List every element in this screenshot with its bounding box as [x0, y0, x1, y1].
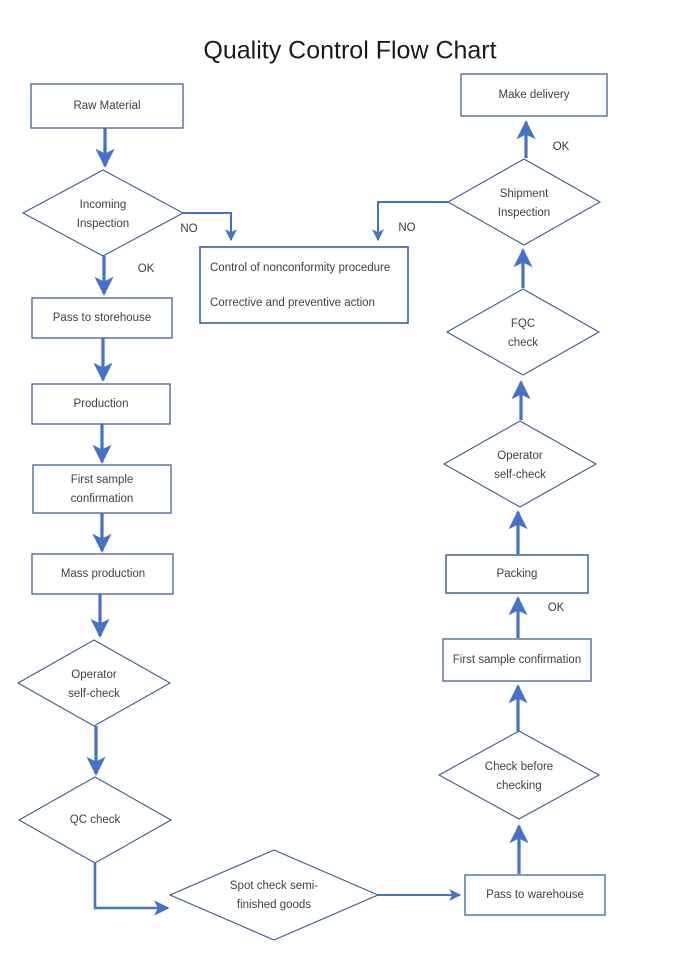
- edge-qc-check-to-spot-check: [93, 863, 170, 916]
- packing-label: Packing: [497, 568, 538, 580]
- edge-label-no-shipment: NO: [398, 222, 415, 234]
- operator-self-check-right-line2: self-check: [494, 469, 546, 481]
- first-sample-right-box[interactable]: [442, 638, 592, 682]
- make-delivery-box[interactable]: [460, 73, 608, 117]
- node-raw-material[interactable]: Raw Material: [30, 83, 184, 129]
- shipment-inspection-diamond[interactable]: [446, 158, 602, 246]
- qc-check-label: QC check: [70, 814, 121, 826]
- node-pass-to-storehouse[interactable]: Pass to storehouse: [31, 297, 173, 339]
- fqc-check-line2: check: [508, 337, 538, 349]
- production-box[interactable]: [31, 383, 171, 425]
- node-first-sample-right[interactable]: First sample confirmation: [442, 638, 592, 682]
- shipment-inspection-line1: Shipment: [500, 188, 549, 200]
- spot-check-diamond[interactable]: [168, 849, 380, 941]
- check-before-checking-diamond[interactable]: [437, 730, 601, 820]
- node-nonconformity-procedure[interactable]: Control of nonconformity procedure Corre…: [199, 246, 409, 324]
- page-title: Quality Control Flow Chart: [203, 37, 496, 65]
- node-shipment-inspection[interactable]: Shipment Inspection: [446, 158, 602, 246]
- node-operator-self-check-right[interactable]: Operator self-check: [442, 420, 598, 508]
- incoming-inspection-diamond[interactable]: [21, 169, 185, 257]
- node-qc-check[interactable]: QC check: [17, 776, 173, 864]
- operator-self-check-left-line2: self-check: [68, 688, 120, 700]
- operator-self-check-left-diamond[interactable]: [16, 639, 172, 727]
- pass-to-warehouse-box[interactable]: [464, 874, 606, 916]
- incoming-inspection-label-line2: Inspection: [77, 218, 129, 230]
- incoming-inspection-label-line1: Incoming: [80, 199, 127, 211]
- fqc-check-diamond[interactable]: [445, 288, 601, 376]
- operator-self-check-right-line1: Operator: [497, 450, 543, 462]
- nonconformity-procedure-line2: Corrective and preventive action: [210, 297, 375, 309]
- node-fqc-check[interactable]: FQC check: [445, 288, 601, 376]
- first-sample-left-box[interactable]: [32, 464, 172, 514]
- edge-label-ok-packing: OK: [548, 602, 565, 614]
- node-production[interactable]: Production: [31, 383, 171, 425]
- edge-label-no-incoming: NO: [180, 223, 197, 235]
- node-spot-check[interactable]: Spot check semi- finished goods: [168, 849, 380, 941]
- operator-self-check-right-diamond[interactable]: [442, 420, 598, 508]
- node-mass-production[interactable]: Mass production: [31, 553, 174, 595]
- edge-label-ok-shipment: OK: [553, 141, 570, 153]
- shipment-inspection-line2: Inspection: [498, 207, 550, 219]
- check-before-checking-line2: checking: [496, 780, 541, 792]
- mass-production-label: Mass production: [61, 568, 145, 580]
- edge-shipment-inspection-no-to-nonconformity: [372, 201, 448, 242]
- node-operator-self-check-left[interactable]: Operator self-check: [16, 639, 172, 727]
- edge-labels: NO OK NO OK OK: [138, 141, 570, 614]
- node-incoming-inspection[interactable]: Incoming Inspection: [21, 169, 185, 257]
- fqc-check-line1: FQC: [511, 318, 535, 330]
- node-make-delivery[interactable]: Make delivery: [460, 73, 608, 117]
- qc-check-diamond[interactable]: [17, 776, 173, 864]
- node-first-sample-left[interactable]: First sample confirmation: [32, 464, 172, 514]
- mass-production-box[interactable]: [31, 553, 174, 595]
- connectors: [86, 120, 536, 916]
- first-sample-left-line1: First sample: [71, 474, 134, 486]
- node-pass-to-warehouse[interactable]: Pass to warehouse: [464, 874, 606, 916]
- nonconformity-procedure-line1: Control of nonconformity procedure: [210, 262, 390, 274]
- make-delivery-label: Make delivery: [499, 89, 570, 101]
- edge-label-ok-incoming: OK: [138, 263, 155, 275]
- spot-check-line2: finished goods: [237, 899, 311, 911]
- node-packing[interactable]: Packing: [445, 554, 589, 594]
- node-check-before-checking[interactable]: Check before checking: [437, 730, 601, 820]
- check-before-checking-line1: Check before: [485, 761, 553, 773]
- packing-box[interactable]: [445, 554, 589, 594]
- nonconformity-procedure-box[interactable]: [199, 246, 409, 324]
- first-sample-right-label: First sample confirmation: [453, 654, 581, 666]
- pass-to-storehouse-box[interactable]: [31, 297, 173, 339]
- raw-material-box[interactable]: [30, 83, 184, 129]
- pass-to-warehouse-label: Pass to warehouse: [486, 889, 584, 901]
- edge-incoming-inspection-no-to-nonconformity: [183, 212, 237, 242]
- production-label: Production: [74, 398, 129, 410]
- spot-check-line1: Spot check semi-: [230, 880, 318, 892]
- first-sample-left-line2: confirmation: [71, 493, 134, 505]
- raw-material-label: Raw Material: [73, 100, 140, 112]
- pass-to-storehouse-label: Pass to storehouse: [53, 312, 151, 324]
- operator-self-check-left-line1: Operator: [71, 669, 117, 681]
